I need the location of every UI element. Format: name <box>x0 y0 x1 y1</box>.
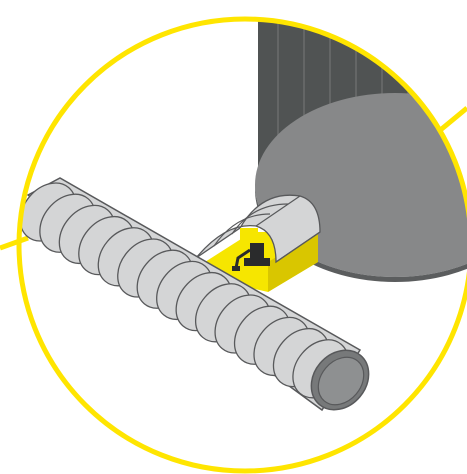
cross-passage <box>195 194 321 264</box>
excavation-floor-shade <box>268 232 318 292</box>
highlight-ring <box>16 16 467 474</box>
diagram-contents <box>19 19 467 412</box>
highlight-leader-right <box>436 106 467 134</box>
excavator-icon <box>232 243 270 271</box>
highlight-leader-left <box>0 235 29 251</box>
main-tunnel-end <box>310 349 370 411</box>
